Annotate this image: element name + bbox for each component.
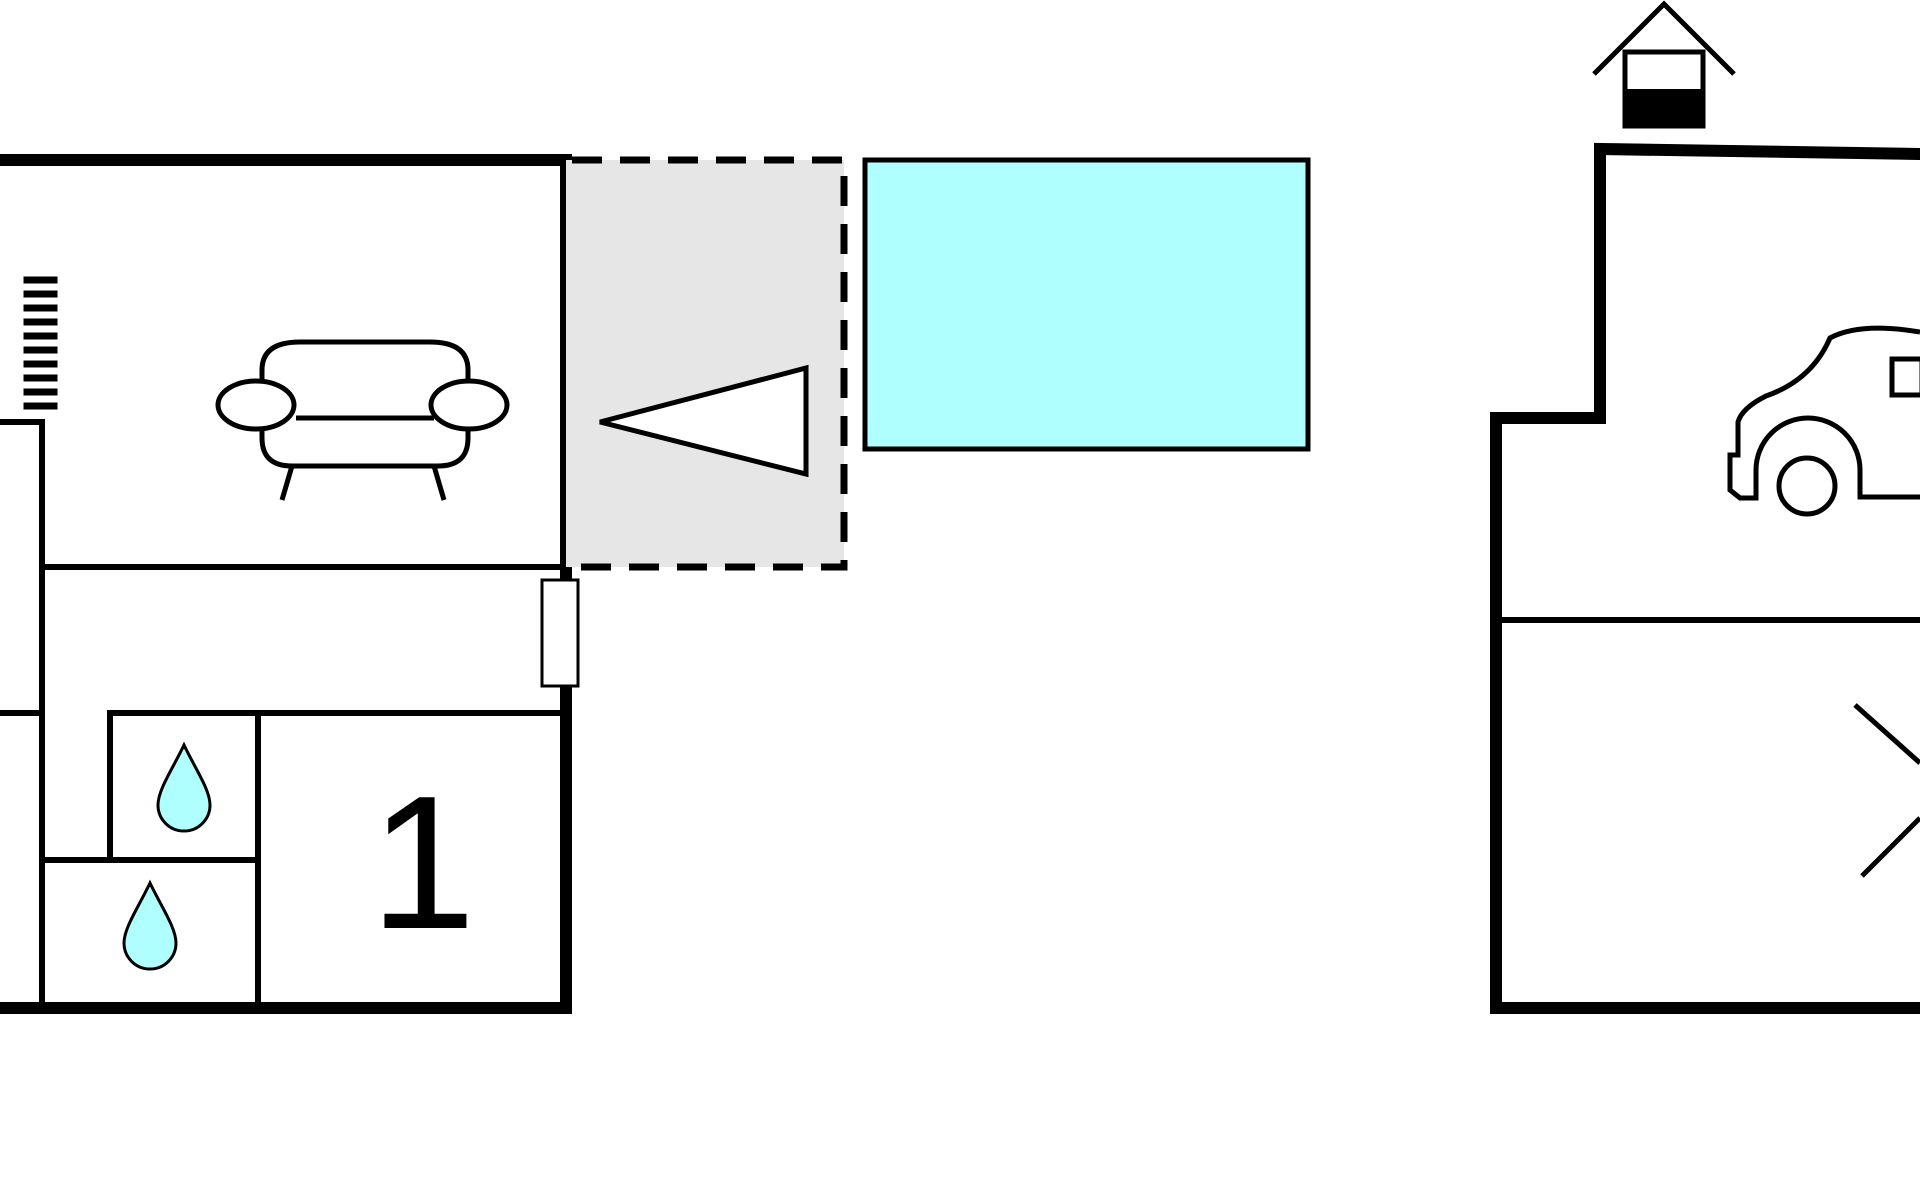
terrace-triangle-icon — [599, 364, 809, 478]
bedroom-label: 1 — [370, 757, 476, 969]
water-drop-icon — [156, 741, 212, 833]
door — [540, 578, 580, 688]
water-drop-icon — [122, 879, 178, 971]
sofa-icon — [215, 339, 510, 501]
bathroom-walls — [39, 710, 563, 1011]
house-icon — [1592, 0, 1736, 129]
car-icon — [1727, 325, 1920, 517]
stairs-icon — [23, 276, 58, 410]
storage-cross-icon — [1853, 703, 1920, 878]
main-house-walls — [0, 154, 572, 1014]
pool — [862, 157, 1311, 452]
garage-walls — [1490, 142, 1920, 1014]
terrace — [566, 156, 848, 571]
